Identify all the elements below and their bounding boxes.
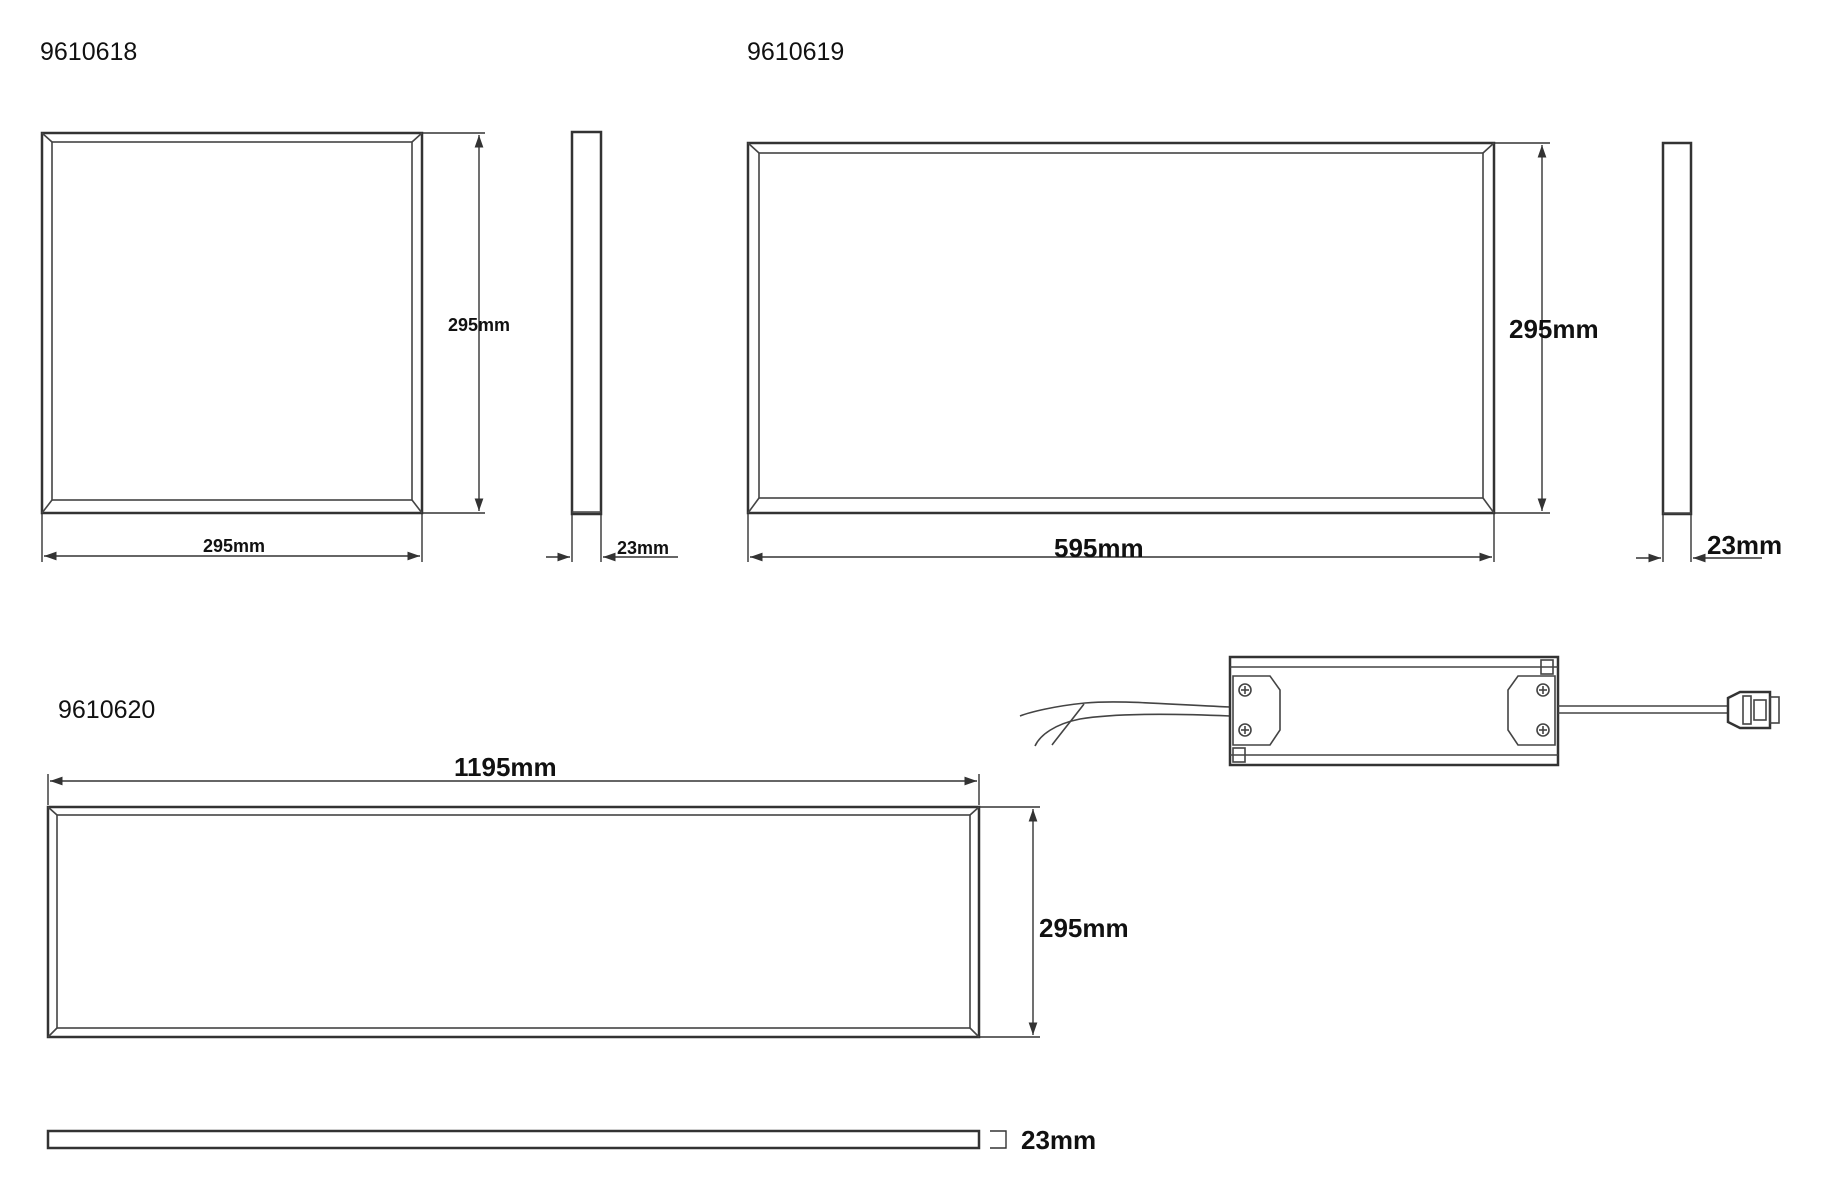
width-label: 595mm: [1054, 533, 1144, 563]
panel-front-view: [40, 131, 424, 515]
height-label: 295mm: [448, 315, 510, 335]
panel-code-9610619: 9610619: [747, 38, 844, 66]
width-label: 1195mm: [454, 752, 557, 782]
width-dimension: 595mm: [747, 513, 1495, 563]
width-dimension: 1195mm: [47, 752, 980, 805]
width-dimension: 295mm: [41, 513, 423, 562]
led-driver-with-cables-icon: [1019, 655, 1780, 767]
panel-side-view: 23mm: [46, 1125, 1096, 1155]
panel-front-view: [746, 141, 1496, 515]
height-dimension: 295mm: [422, 132, 510, 514]
panel-front-view: [46, 805, 981, 1039]
panel-9610620: 9610620 1195mm 295mm 23mm: [46, 696, 1129, 1155]
panel-side-view: 23mm: [546, 130, 678, 562]
panel-side-view: 23mm: [1636, 141, 1782, 563]
depth-label: 23mm: [617, 538, 669, 558]
depth-label: 23mm: [1707, 530, 1782, 560]
panel-9610618: 9610618 295mm 295mm 2: [40, 38, 678, 562]
height-dimension: 295mm: [979, 806, 1129, 1038]
panel-9610619: 9610619 295mm 595mm 2: [746, 38, 1782, 563]
depth-label: 23mm: [1021, 1125, 1096, 1155]
width-label: 295mm: [203, 536, 265, 556]
height-label: 295mm: [1509, 314, 1599, 344]
height-dimension: 295mm: [1494, 142, 1599, 514]
panel-code-9610620: 9610620: [58, 696, 155, 724]
panel-code-9610618: 9610618: [40, 38, 137, 66]
height-label: 295mm: [1039, 913, 1129, 943]
